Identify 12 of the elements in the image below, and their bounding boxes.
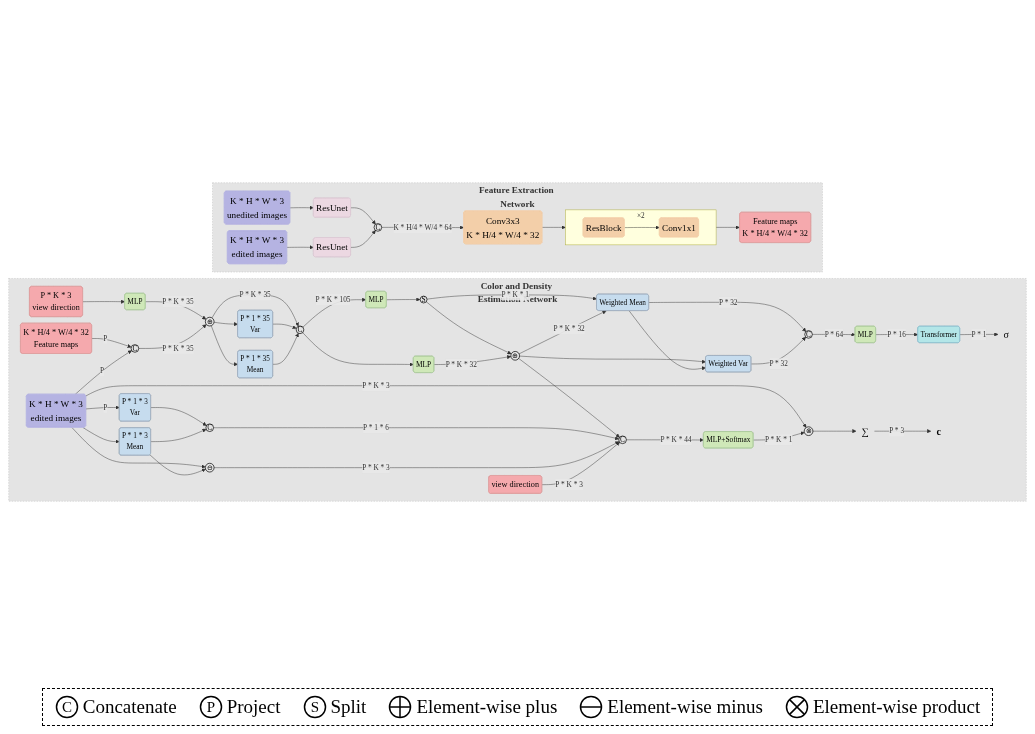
circled-letter-icon: P [198, 695, 223, 719]
legend-text: Element-wise minus [607, 696, 763, 718]
node-text: c [936, 425, 941, 437]
circled-letter-icon: C [54, 695, 79, 719]
legend-text: Element-wise product [812, 696, 981, 718]
legend-text: Split [330, 696, 367, 718]
legend-text: Concatenate [82, 696, 177, 718]
circled-letter-icon: S [302, 695, 327, 719]
legend-text: Project [226, 696, 281, 718]
node-text: σ [1003, 328, 1010, 341]
legend-text: Element-wise plus [416, 696, 558, 718]
node-text: ∑ [861, 425, 869, 437]
